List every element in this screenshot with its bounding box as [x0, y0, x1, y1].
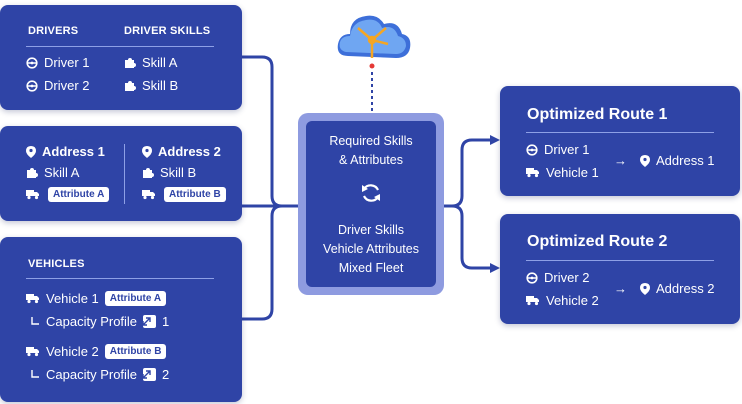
puzzle-icon	[125, 57, 136, 68]
map-pin-icon	[640, 154, 650, 167]
route-driver: Driver 2	[526, 270, 590, 285]
truck-icon	[26, 294, 39, 304]
skill-item: Skill A	[124, 55, 177, 70]
steering-wheel-icon	[526, 271, 538, 284]
divider	[526, 260, 714, 261]
resize-icon	[142, 368, 157, 381]
attribute-badge: Attribute B	[164, 187, 226, 202]
truck-icon	[26, 190, 39, 200]
cloud-optimization-icon	[334, 4, 412, 70]
capacity-profile: Capacity Profile 2	[30, 367, 169, 382]
corner-branch-icon	[31, 369, 39, 378]
attribute-badge: Attribute A	[48, 187, 110, 202]
center-node: Required Skills & Attributes Driver Skil…	[306, 121, 436, 287]
map-pin-icon	[640, 282, 650, 295]
route-card: Optimized Route 2 Driver 2 Vehicle 2 → A…	[500, 214, 740, 324]
center-line: Driver Skills	[338, 223, 404, 237]
sync-icon	[360, 182, 382, 207]
address-attribute: Attribute A	[26, 187, 110, 202]
center-line: & Attributes	[339, 153, 403, 167]
divider	[26, 46, 214, 47]
center-line: Vehicle Attributes	[323, 242, 419, 256]
truck-icon	[526, 296, 539, 306]
route-address: Address 2	[640, 281, 715, 296]
capacity-profile: Capacity Profile 1	[30, 314, 169, 329]
divider	[26, 278, 214, 279]
vehicles-card: VEHICLES Vehicle 1 Attribute A Capacity …	[0, 237, 242, 402]
truck-icon	[142, 190, 155, 200]
driver-item: Driver 2	[26, 78, 90, 93]
steering-wheel-icon	[526, 143, 538, 156]
driver-label: Driver 2	[44, 78, 90, 93]
driver-skills-header: DRIVER SKILLS	[124, 25, 211, 37]
capacity-value: 2	[162, 367, 170, 382]
address-title: Address 1	[26, 144, 105, 159]
truck-icon	[526, 168, 539, 178]
driver-item: Driver 1	[26, 55, 90, 70]
vehicles-header: VEHICLES	[28, 258, 85, 270]
skill-label: Skill A	[142, 55, 178, 70]
address-skill: Skill A	[26, 165, 79, 180]
route-title: Optimized Route 1	[527, 106, 668, 123]
center-line: Required Skills	[329, 134, 413, 148]
puzzle-icon	[143, 167, 154, 178]
map-pin-icon	[26, 145, 36, 158]
capacity-value: 1	[162, 314, 170, 329]
vehicle-item: Vehicle 1 Attribute A	[26, 291, 167, 306]
route-title: Optimized Route 2	[527, 233, 668, 250]
steering-wheel-icon	[26, 79, 38, 92]
resize-icon	[142, 315, 157, 328]
attribute-badge: Attribute B	[104, 344, 167, 359]
attribute-badge: Attribute A	[104, 291, 167, 306]
address-attribute: Attribute B	[142, 187, 226, 202]
puzzle-icon	[125, 80, 136, 91]
corner-branch-icon	[31, 316, 39, 325]
route-card: Optimized Route 1 Driver 1 Vehicle 1 → A…	[500, 86, 740, 196]
vertical-divider	[124, 144, 125, 204]
route-vehicle: Vehicle 1	[526, 165, 599, 180]
skill-item: Skill B	[124, 78, 178, 93]
addresses-card: Address 1 Skill A Attribute A Address 2 …	[0, 126, 242, 221]
address-title: Address 2	[142, 144, 221, 159]
vehicle-label: Vehicle 2	[46, 344, 99, 359]
puzzle-icon	[27, 167, 38, 178]
vehicle-label: Vehicle 1	[46, 291, 99, 306]
address-skill: Skill B	[142, 165, 196, 180]
route-driver: Driver 1	[526, 142, 590, 157]
route-vehicle: Vehicle 2	[526, 293, 599, 308]
center-line: Mixed Fleet	[338, 261, 404, 275]
skill-label: Skill B	[142, 78, 179, 93]
route-arrow: →	[614, 281, 627, 296]
divider	[526, 132, 714, 133]
driver-label: Driver 1	[44, 55, 90, 70]
vehicle-item: Vehicle 2 Attribute B	[26, 344, 167, 359]
drivers-card: DRIVERS DRIVER SKILLS Driver 1 Driver 2 …	[0, 5, 242, 110]
drivers-header: DRIVERS	[28, 25, 79, 37]
route-address: Address 1	[640, 153, 715, 168]
truck-icon	[26, 347, 39, 357]
steering-wheel-icon	[26, 56, 38, 69]
route-arrow: →	[614, 153, 627, 168]
map-pin-icon	[142, 145, 152, 158]
